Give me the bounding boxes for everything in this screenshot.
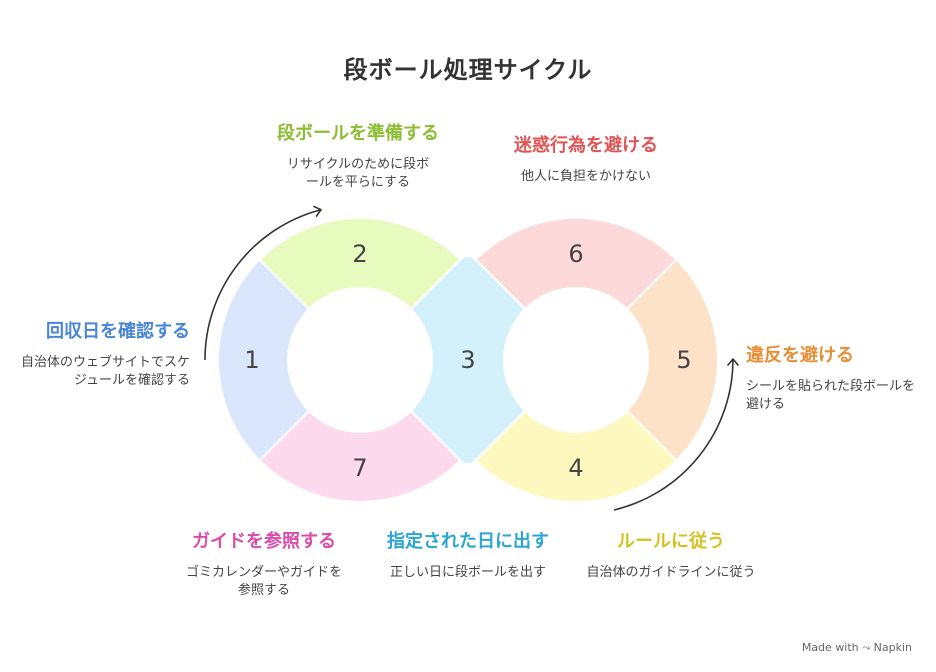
step-2-description: リサイクルのために段ボールを平らにする	[286, 157, 430, 190]
step-2-label: 段ボールを準備する リサイクルのために段ボールを平らにする	[258, 122, 458, 192]
segment-number-7: 7	[352, 454, 367, 482]
step-1-label: 回収日を確認する 自治体のウェブサイトでスケジュールを確認する	[0, 320, 190, 390]
segment-number-3: 3	[460, 346, 475, 374]
segment-number-6: 6	[568, 240, 583, 268]
step-6-label: 迷惑行為を避ける 他人に負担をかけない	[486, 134, 686, 186]
segment-6	[474, 217, 678, 311]
flow-arrow-left	[204, 205, 322, 361]
segment-2	[258, 217, 462, 311]
step-6-description: 他人に負担をかけない	[520, 169, 651, 184]
segment-3	[409, 254, 527, 466]
step-3-label: 指定された日に出す 正しい日に段ボールを出す	[378, 530, 558, 582]
step-3-heading: 指定された日に出す	[387, 531, 549, 552]
segment-7	[258, 409, 462, 503]
step-3-description: 正しい日に段ボールを出す	[390, 565, 547, 580]
step-4-label: ルールに従う 自治体のガイドラインに従う	[586, 530, 756, 582]
step-5-label: 違反を避ける シールを貼られた段ボールを避ける	[746, 344, 916, 414]
step-2-heading: 段ボールを準備する	[277, 123, 439, 144]
step-7-label: ガイドを参照する ゴミカレンダーやガイドを参照する	[164, 530, 364, 600]
made-with-text: Made with	[801, 641, 859, 654]
step-7-description: ゴミカレンダーやガイドを参照する	[186, 565, 343, 598]
napkin-logo-icon: ⤳	[862, 643, 871, 654]
segment-5	[625, 258, 719, 462]
step-5-description: シールを貼られた段ボールを避ける	[746, 379, 916, 412]
step-6-heading: 迷惑行為を避ける	[514, 135, 658, 156]
page-title: 段ボール処理サイクル	[343, 56, 593, 84]
step-5-heading: 違反を避ける	[746, 345, 854, 366]
step-1-heading: 回収日を確認する	[46, 321, 190, 342]
step-1-description: 自治体のウェブサイトでスケジュールを確認する	[20, 355, 190, 388]
step-7-heading: ガイドを参照する	[192, 531, 336, 552]
segment-4	[474, 409, 678, 503]
segment-number-2: 2	[352, 240, 367, 268]
segment-number-1: 1	[244, 346, 259, 374]
segment-number-5: 5	[676, 346, 691, 374]
step-4-heading: ルールに従う	[617, 531, 725, 552]
segment-number-4: 4	[568, 454, 583, 482]
flow-arrow-right	[613, 358, 739, 511]
brand-text: Napkin	[873, 641, 912, 654]
step-4-description: 自治体のガイドラインに従う	[586, 565, 756, 580]
footer-credit: Made with ⤳ Napkin	[802, 641, 912, 654]
segment-1	[217, 258, 311, 462]
